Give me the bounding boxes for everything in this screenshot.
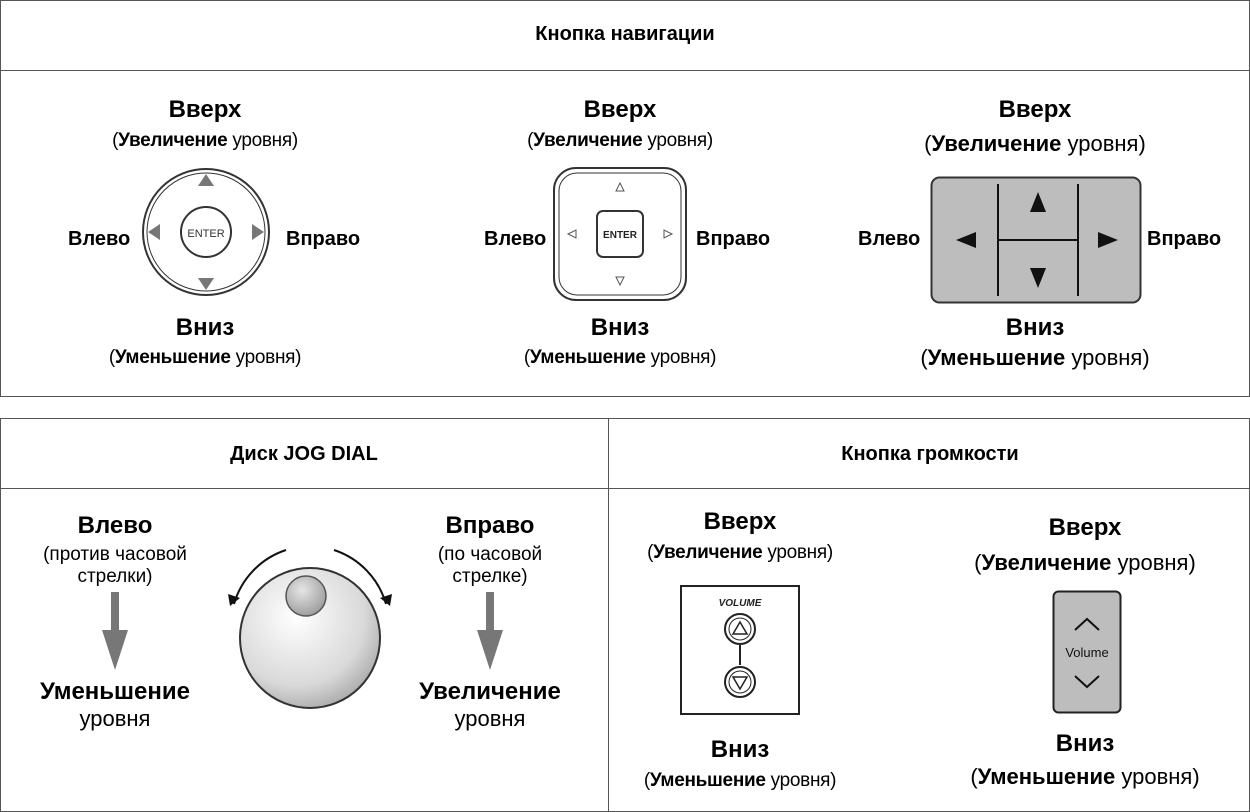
jog-dial-icon — [228, 549, 392, 709]
round-navigator-icon: ENTER — [142, 168, 270, 296]
nav1-left-label: Влево — [68, 228, 131, 250]
nav1-down-desc: (Уменьшение уровня) — [108, 347, 302, 368]
nav1-up-desc: (Увеличение уровня) — [112, 130, 298, 151]
volume-button-box-icon: VOLUME — [680, 585, 800, 715]
jog-right-desc-2: стрелке) — [452, 566, 528, 587]
jog-left-desc-1: (против часовой — [43, 544, 187, 565]
jog-dial-title: Диск JOG DIAL — [230, 443, 378, 465]
nav3-down-label: Вниз — [1005, 314, 1065, 341]
nav3-left-label: Влево — [858, 228, 921, 250]
volume-caps-label: VOLUME — [719, 598, 762, 609]
jog-right-result-1: Увеличение — [419, 678, 561, 705]
nav3-up-label: Вверх — [998, 96, 1072, 123]
nav1-down-label: Вниз — [175, 314, 235, 341]
nav2-right-label: Вправо — [696, 228, 771, 250]
vol2-down-label: Вниз — [1055, 730, 1115, 757]
nav2-left-label: Влево — [484, 228, 547, 250]
nav2-down-label: Вниз — [590, 314, 650, 341]
vol1-up-desc: (Увеличение уровня) — [647, 542, 833, 563]
jog-volume-column-divider — [608, 418, 609, 812]
nav2-up-label: Вверх — [583, 96, 657, 123]
square-navigator-icon: ENTER — [553, 167, 687, 301]
nav2-up-desc: (Увеличение уровня) — [527, 130, 713, 151]
jog-right-result-2: уровня — [454, 706, 526, 731]
nav3-down-desc: (Уменьшение уровня) — [920, 345, 1150, 370]
enter-label-2: ENTER — [603, 230, 638, 241]
gray-navigator-pad-icon — [930, 176, 1142, 304]
nav1-up-label: Вверх — [168, 96, 242, 123]
nav3-up-desc: (Увеличение уровня) — [924, 131, 1146, 156]
vol1-down-label: Вниз — [710, 736, 770, 763]
nav2-down-desc: (Уменьшение уровня) — [523, 347, 717, 368]
jog-volume-header-divider — [0, 488, 1250, 489]
jog-right-label: Вправо — [445, 512, 535, 539]
down-arrow-icon — [477, 592, 503, 670]
vol2-up-desc: (Увеличение уровня) — [974, 550, 1196, 575]
navigation-panel-title: Кнопка навигации — [535, 23, 715, 45]
navigation-header-divider — [0, 70, 1250, 71]
enter-label-1: ENTER — [187, 228, 224, 240]
volume-rocker-icon: Volume — [1052, 590, 1122, 714]
volume-word-label: Volume — [1065, 645, 1108, 660]
vol2-down-desc: (Уменьшение уровня) — [970, 764, 1200, 789]
vol2-up-label: Вверх — [1048, 514, 1122, 541]
jog-left-label: Влево — [77, 512, 153, 539]
jog-left-result-2: уровня — [79, 706, 151, 731]
jog-left-desc-2: стрелки) — [77, 566, 153, 587]
jog-volume-panel — [0, 418, 1250, 812]
nav1-right-label: Вправо — [286, 228, 361, 250]
jog-left-result-1: Уменьшение — [39, 678, 191, 705]
volume-title: Кнопка громкости — [841, 443, 1019, 465]
vol1-up-label: Вверх — [703, 508, 777, 535]
vol1-down-desc: (Уменьшение уровня) — [643, 770, 837, 791]
down-arrow-icon — [102, 592, 128, 670]
jog-right-desc-1: (по часовой — [437, 544, 543, 565]
nav3-right-label: Вправо — [1147, 228, 1222, 250]
